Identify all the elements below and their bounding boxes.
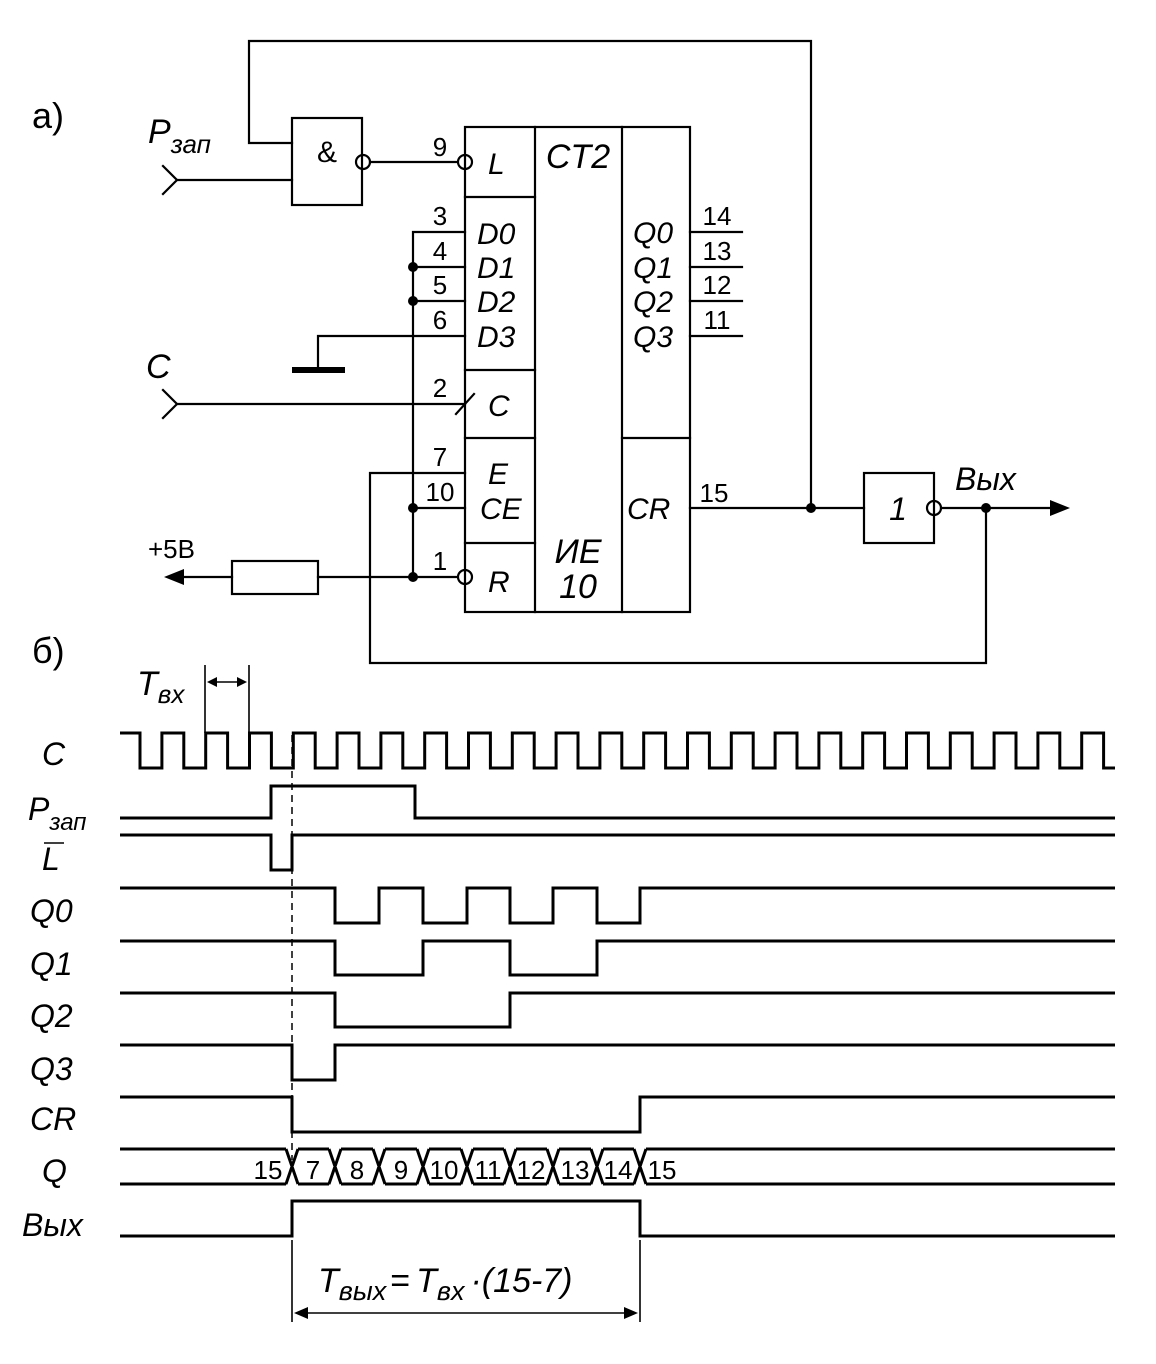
signal-label-q1: Q1 (30, 946, 73, 982)
arrow-left-icon (207, 677, 217, 687)
q-state: 8 (350, 1155, 364, 1185)
arrow-right-icon (624, 1307, 638, 1319)
pin-name-q3: Q3 (633, 321, 673, 354)
pin-name-q2: Q2 (633, 286, 673, 319)
junction-dot (408, 503, 418, 513)
junction-dot (408, 296, 418, 306)
signal-label-cr: CR (30, 1101, 76, 1137)
junction-dot (981, 503, 991, 513)
waveform-l (120, 833, 1115, 872)
clock-input-terminal (161, 388, 179, 420)
counter-chip (463, 125, 692, 614)
q-state: 15 (648, 1155, 677, 1185)
signal-label-q: Q (42, 1153, 67, 1189)
waveform-q2 (120, 991, 1115, 1029)
chip-type-bottom: 10 (559, 568, 597, 606)
p-write-input-label: Pзап (148, 113, 211, 159)
pin-num-15: 15 (700, 478, 729, 508)
supply-label: +5В (148, 534, 195, 564)
arrow-left-icon (294, 1307, 308, 1319)
pin-name-ce: CE (480, 493, 523, 526)
signal-label-l: L (42, 841, 60, 877)
pin-name-l: L (488, 148, 505, 181)
waveform-q3 (120, 1043, 1115, 1082)
q-state: 13 (561, 1155, 590, 1185)
period-label: Tвх (137, 665, 185, 709)
output-period-formula: Tвых=Tвх·(15-7) (318, 1262, 573, 1306)
output-label: Вых (955, 461, 1017, 497)
q-state: 7 (306, 1155, 320, 1185)
pin-num-13: 13 (703, 236, 732, 266)
q-state: 12 (517, 1155, 546, 1185)
clock-edge-mark (454, 392, 476, 416)
chip-type-top: ИЕ (555, 533, 602, 571)
pin-name-d3: D3 (477, 321, 516, 354)
signal-label-q2: Q2 (30, 998, 73, 1034)
junction-dot (408, 262, 418, 272)
waveform-out (120, 1199, 1115, 1238)
signal-label-p-write: Pзап (28, 791, 87, 836)
q-state: 14 (604, 1155, 633, 1185)
and-gate-symbol: & (317, 136, 337, 169)
part-b-label: б) (32, 630, 65, 671)
signal-label-q3: Q3 (30, 1051, 73, 1087)
arrow-right-icon (237, 677, 247, 687)
pin-name-q1: Q1 (633, 252, 673, 285)
waveform-c (120, 731, 1115, 770)
e-feedback-wire (368, 471, 988, 665)
feedback-wire (247, 39, 813, 510)
pin-name-d1: D1 (477, 252, 515, 285)
pin-name-q0: Q0 (633, 217, 673, 250)
junction-dot (806, 503, 816, 513)
q-state: 11 (475, 1155, 502, 1185)
supply-arrow-icon (164, 569, 184, 585)
pin-num-14: 14 (703, 201, 732, 231)
pullup-resistor (230, 559, 320, 596)
waveform-p-write (120, 784, 1115, 820)
pin-num-4: 4 (433, 236, 447, 266)
pin-num-6: 6 (433, 305, 447, 335)
pin-name-d2: D2 (477, 286, 516, 319)
pin-name-d0: D0 (477, 218, 516, 251)
d0-bus-wire (411, 230, 467, 579)
p-write-input-terminal (161, 164, 179, 196)
inverter-symbol: 1 (889, 491, 907, 527)
pin-r-inversion-bubble (456, 568, 474, 586)
output-arrow-icon (1050, 500, 1070, 516)
pin-num-5: 5 (433, 270, 447, 300)
q-state: 15 (254, 1155, 283, 1185)
signal-label-c: C (42, 736, 66, 772)
pin-num-10: 10 (426, 477, 455, 507)
signal-label-q0: Q0 (30, 893, 73, 929)
pin-name-cr: CR (627, 493, 670, 526)
part-a-label: а) (32, 95, 64, 136)
pin-name-e: E (488, 458, 509, 491)
pin-num-11: 11 (704, 305, 731, 335)
pin-num-2: 2 (433, 373, 447, 403)
pin-num-12: 12 (703, 270, 732, 300)
waveform-q-bus (120, 1147, 1115, 1186)
q-state: 10 (430, 1155, 459, 1185)
junction-dot (408, 572, 418, 582)
waveform-q1 (120, 939, 1115, 977)
pin-num-3: 3 (433, 201, 447, 231)
chip-name: CT2 (546, 138, 610, 176)
d3-ground-wire (316, 334, 467, 371)
signal-label-out: Вых (22, 1207, 84, 1243)
waveform-cr (120, 1095, 1115, 1134)
pin-num-9: 9 (433, 132, 447, 162)
and-gate (290, 116, 364, 207)
pin-l-inversion-bubble (456, 153, 474, 171)
q-state: 9 (394, 1155, 408, 1185)
clock-input-label: C (146, 348, 171, 386)
pin-num-1: 1 (433, 546, 447, 576)
pin-name-r: R (488, 566, 510, 599)
waveform-q0 (120, 886, 1115, 925)
pin-num-7: 7 (433, 442, 447, 472)
inverter-gate (862, 471, 936, 545)
pin-name-c: C (488, 390, 510, 423)
